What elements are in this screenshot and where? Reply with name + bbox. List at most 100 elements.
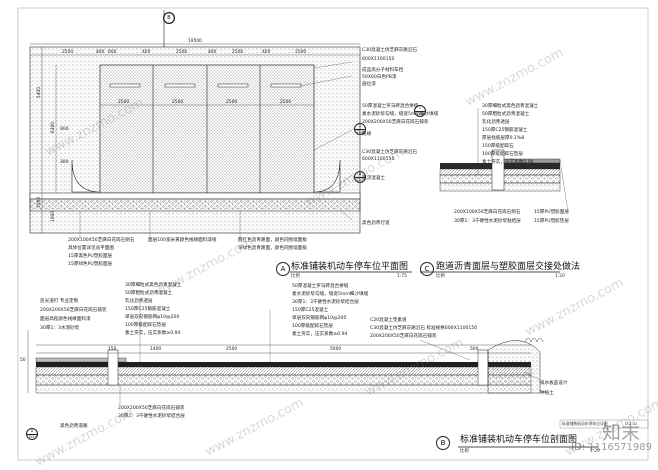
detail-c xyxy=(420,108,569,273)
plan-bottom-label: 具体位置详见总平面图 xyxy=(68,246,114,251)
plan-bottom-mid-label: 深绿色沥青路面，颜色同围墙面板 xyxy=(238,246,307,251)
plan-right-label: 50X60白色PB漆 xyxy=(362,75,397,80)
section-right-label: 种植土 xyxy=(540,391,554,396)
section-right-layer: 100厚级配碎石垫层 xyxy=(292,324,333,329)
plan-mid-dim: 900 xyxy=(60,127,69,132)
plan-bottom-mid-label: 醒红色沥青路面，颜色同围墙面板 xyxy=(238,238,307,243)
section-dim: 150 xyxy=(108,347,117,352)
section-dim: 1400 xyxy=(150,347,162,352)
plan-left-dim: 6300 xyxy=(51,121,57,134)
plan-left-dim: 5400 xyxy=(37,86,43,99)
detail-c-layer: 厚层找坡层厚0.1%8 xyxy=(482,136,525,141)
section-right-layer: 150厚C25混凝土 xyxy=(292,308,329,313)
plan-right-label: 600X1100150 xyxy=(362,157,395,162)
plan-bottom-label: 200X100X50芝麻白花岗石侧石 xyxy=(68,238,135,243)
detail-c-scale-label: 比例 xyxy=(436,274,445,279)
curb-band xyxy=(29,198,361,212)
title-block-code: LT2.02 xyxy=(625,421,638,426)
plan-right-label: 路缘 xyxy=(362,132,372,137)
section-center-layer: 乳化沥青透层 xyxy=(125,299,153,304)
section-right-layer: 30厚1：3干硬性水泥砂浆结合层 xyxy=(292,300,359,305)
section-dim: 5000 xyxy=(330,347,342,352)
plan-top-dim: 400 xyxy=(262,50,271,55)
plan-top-dim: 2500 xyxy=(176,50,188,55)
section-top-left-label: 反光道钉 专业定制 xyxy=(40,299,79,304)
section-center-layer: 150厚C25钢筋混凝土 xyxy=(125,307,171,312)
plan-right-label: 素水泥砂浆勾缝，缝宽5mm细沙填缝 xyxy=(362,112,439,117)
plan-bottom-label: 15厚绿色PU塑胶面层 xyxy=(68,262,113,267)
title-block-box xyxy=(559,419,649,429)
plan-scale-value: 1:75 xyxy=(397,274,407,279)
section-bottom-label: 200X200X50芝麻白花岗石铺装 xyxy=(118,406,185,411)
section-right-layer: 素水泥砂浆勾缝，缝宽5mm细沙填缝 xyxy=(292,292,369,297)
plan-marker: A xyxy=(276,262,290,276)
plan-row-dim: 2500 xyxy=(226,100,238,105)
section-marker: B xyxy=(436,436,450,450)
wheel-stop xyxy=(109,83,141,88)
plan-row-dim: 2500 xyxy=(172,100,184,105)
section-right-layer: 素土夯实，压实系数≥0.94 xyxy=(292,332,348,337)
plan-top-dim: 400 xyxy=(96,50,105,55)
section-right-label: 排水板盖设计 xyxy=(540,381,568,386)
section-top-left-label: 30厚1：3水泥砂浆 xyxy=(40,326,80,331)
section-center-layer: 30厚细粒式黑色沥青混凝土 xyxy=(125,283,182,288)
section-scale-value: 1:20 xyxy=(590,449,600,454)
section-far-right-label: C30混凝土仿芝麻灰路沿石 标准规格600X1100150 xyxy=(370,326,478,331)
plan-right-label: 画位漆 xyxy=(362,82,376,87)
plan-top-dim: 400 xyxy=(142,50,151,55)
section-top-left-label: 200X200X50芝麻白花岗石铺装 xyxy=(40,308,107,313)
north-arrow-label: B xyxy=(163,12,175,24)
section-title: 标准铺装机动车停车位剖面图 xyxy=(460,435,578,445)
plan-right-label: 600X1100150 xyxy=(362,57,395,62)
detail-c-right-label: 15厚PU塑胶垫层 xyxy=(534,219,569,224)
plan-mid-dim-2: 300 xyxy=(60,160,69,165)
watermark-logo: 知末 xyxy=(601,422,640,444)
plan-top-dim: 2500 xyxy=(295,50,307,55)
section-far-right-label: C20混凝土垫素道 xyxy=(370,318,407,323)
wheel-stop xyxy=(217,83,249,88)
section-center-layer: 50厚粗粒式沥青混凝土 xyxy=(125,291,173,296)
plan-right-label: C30混凝土仿芝麻灰路沿石 xyxy=(362,150,417,155)
curb-stone xyxy=(491,149,505,191)
detail-c-right-label: 15厚PU塑胶面层 xyxy=(534,210,569,215)
detail-c-bottom-label: 200X100X50芝麻白花岗石侧石 xyxy=(454,210,521,215)
plan-row-dim: 2500 xyxy=(280,100,292,105)
plan-title: 标准铺装机动车停车位平面图 xyxy=(291,262,409,272)
detail-c-scale-value: 1:20 xyxy=(555,274,565,279)
plan-right-label: C30混凝土仿芝麻灰路沿石 xyxy=(362,48,417,53)
detail-c-layer: 100厚级配碎石垫层 xyxy=(482,152,523,157)
plan-scale-label: 比例 xyxy=(291,274,300,279)
section-dim: 500 xyxy=(470,347,479,352)
wheel-stop xyxy=(270,83,302,88)
detail-c-layer: 150厚C25钢筋混凝土 xyxy=(482,128,528,133)
plan-total-dim: 19500 xyxy=(188,39,202,44)
detail-c-bottom-label: 30厚1：3干硬性水泥砂浆粘结层 xyxy=(454,219,521,224)
watermark-id: ID: 1116571989 xyxy=(571,442,652,453)
section-far-right-label: 200X200X50芝麻白花岗石铺装 xyxy=(370,334,437,339)
detail-c-layer: 乳化沥青透层 xyxy=(482,120,510,125)
title-block-text: 标准铺装机动车停车位详图 xyxy=(562,421,608,426)
plan-row-dim: 2500 xyxy=(118,100,130,105)
section-left-dim: 50 xyxy=(20,358,26,363)
section-right-layer: 50厚混凝土罗马砖混合拼缝 xyxy=(292,284,349,289)
plan-bottom-mid-label: 面层100宽米黄颜色线缘面料漆线 xyxy=(148,238,217,243)
plan-right-label: 50厚混凝土罗马砖混合拼缝 xyxy=(362,104,419,109)
detail-c-layer: 150厚级配碎石 xyxy=(482,144,514,149)
plan-top-dim: 2500 xyxy=(232,50,244,55)
sheet-frame xyxy=(17,7,649,461)
section-scale-label: 比例 xyxy=(460,449,469,454)
detail-c-title: 跑道沥青面层与塑胶面层交接处做法 xyxy=(436,262,581,272)
section-b xyxy=(27,300,598,448)
plan-a xyxy=(29,10,412,273)
section-bottom-label: 30厚1：3干硬性水泥砂浆结合层 xyxy=(118,414,185,419)
detail-c-layer: 素土夯实，压实系数0.94 xyxy=(482,160,534,165)
section-center-layer: 单层双向钢筋网φ10@200 xyxy=(125,315,180,320)
plan-top-dim: 600 xyxy=(108,50,117,55)
black-road-label: 黑色沥青道路 xyxy=(60,424,88,429)
